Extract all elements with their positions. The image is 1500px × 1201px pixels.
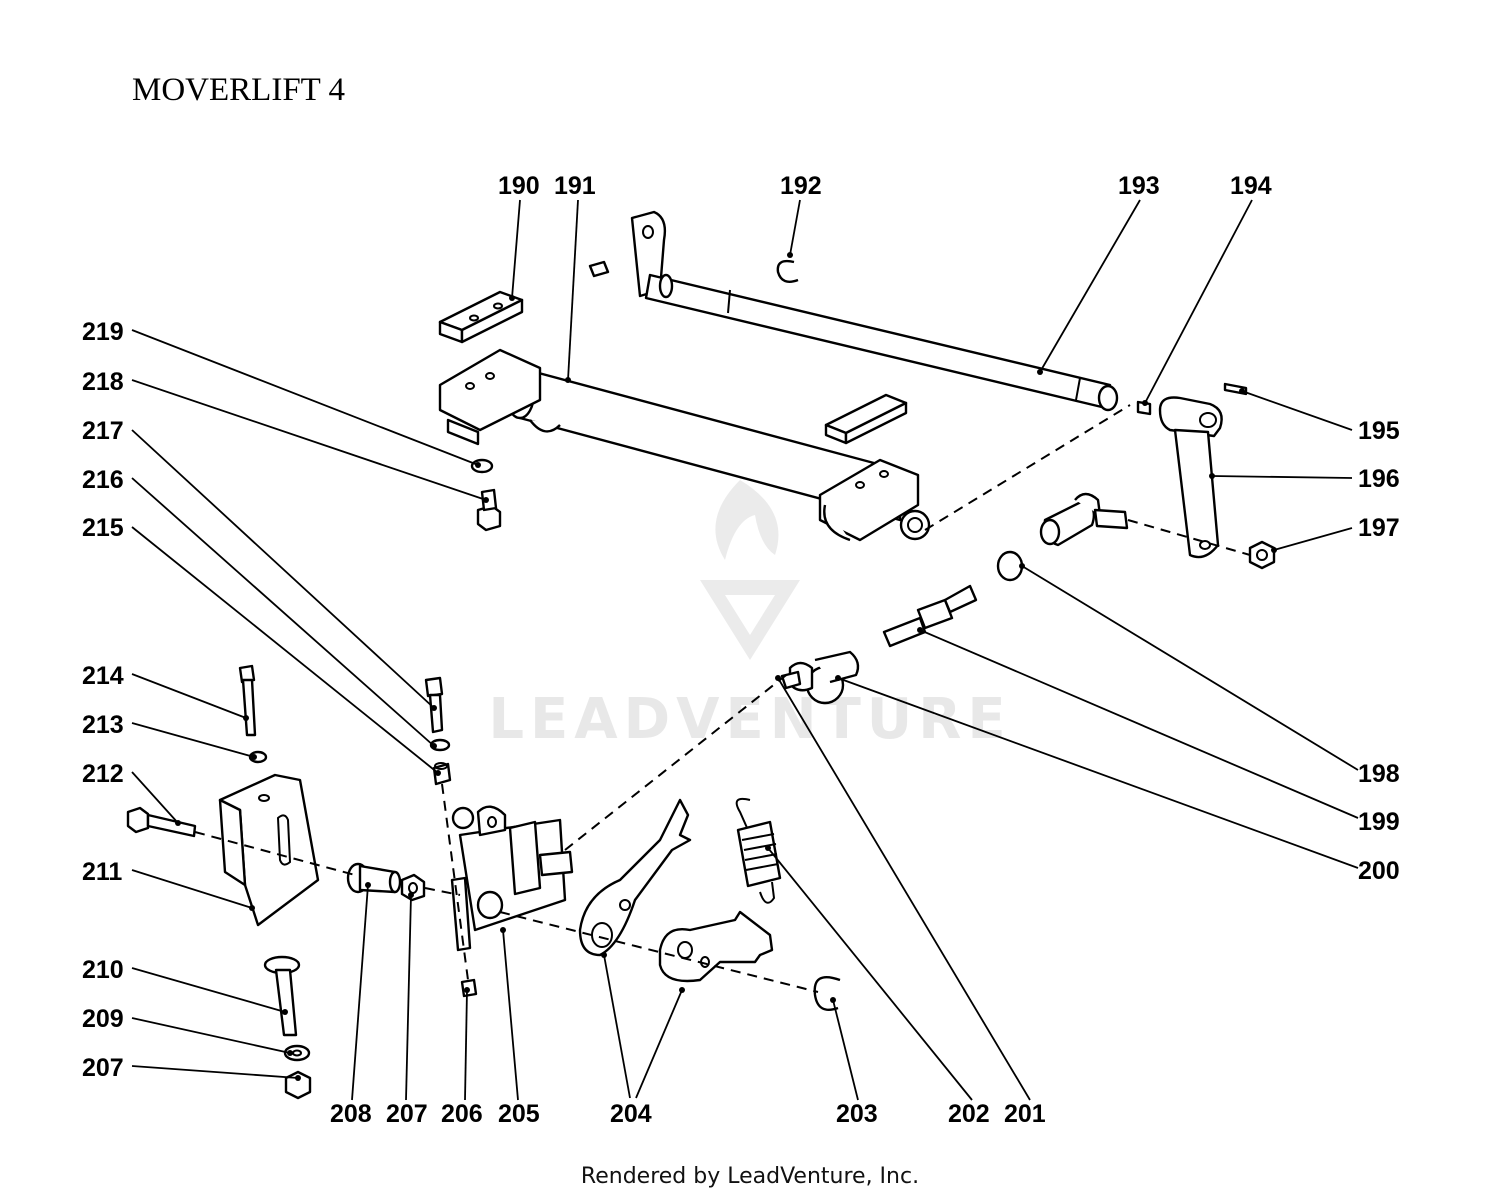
- callout-197: 197: [1358, 514, 1400, 542]
- callout-193: 193: [1118, 172, 1160, 200]
- diagram-title: MOVERLIFT 4: [132, 72, 345, 108]
- callout-204: 204: [610, 1100, 652, 1128]
- watermark-text: LEADVENTURE: [488, 687, 1011, 752]
- callout-200: 200: [1358, 857, 1400, 885]
- callout-211: 211: [82, 858, 122, 886]
- callout-207: 207: [386, 1100, 428, 1128]
- part-190-plate: [438, 290, 524, 344]
- part-203-ring: [813, 975, 841, 1012]
- part-212-hex-bolt: [126, 806, 197, 838]
- part-207-nut-bottom: [284, 1070, 312, 1100]
- callout-205: 205: [498, 1100, 540, 1128]
- callout-201: 201: [1004, 1100, 1046, 1128]
- callout-213: 213: [82, 711, 124, 739]
- part-218-bolt: [476, 488, 502, 532]
- callout-202: 202: [948, 1100, 990, 1128]
- callout-216: 216: [82, 466, 124, 494]
- part-201-fastener: [780, 670, 802, 690]
- callout-199: 199: [1358, 808, 1400, 836]
- callout-218: 218: [82, 368, 124, 396]
- part-ball-joint-upper: [1039, 492, 1129, 547]
- callout-212: 212: [82, 760, 124, 788]
- callout-215: 215: [82, 514, 124, 542]
- watermark-logo: LEADVENTURE: [488, 480, 1011, 752]
- callout-labels: 190 191 192 193 194 195 196 197 198 199 …: [82, 172, 1400, 1128]
- callout-203: 203: [836, 1100, 878, 1128]
- part-219-washer: [470, 458, 494, 474]
- part-190-plate-lower: [824, 393, 908, 445]
- callout-206: 206: [441, 1100, 483, 1128]
- callout-219: 219: [82, 318, 124, 346]
- callout-192: 192: [780, 172, 822, 200]
- assembly-lines: [194, 404, 1251, 993]
- part-207-nut: [400, 873, 426, 902]
- callout-214: 214: [82, 662, 124, 690]
- part-197-nut: [1248, 540, 1276, 570]
- leader-lines: [131, 199, 1359, 1101]
- callout-190: 190: [498, 172, 540, 200]
- callout-208: 208: [330, 1100, 372, 1128]
- callout-195: 195: [1358, 417, 1400, 445]
- part-210-carriage-bolt: [263, 955, 301, 1037]
- part-217-bolt: [424, 676, 444, 734]
- part-204-bracket-lower: [658, 910, 774, 983]
- part-198-ring: [996, 550, 1024, 582]
- callout-209: 209: [82, 1005, 124, 1033]
- part-199-stud: [882, 584, 978, 648]
- callout-194: 194: [1230, 172, 1272, 200]
- part-set-screw: [588, 260, 610, 278]
- part-196-lift-arm: [1158, 396, 1223, 559]
- part-191-axle-tube: [438, 348, 931, 542]
- callout-198: 198: [1358, 760, 1400, 788]
- callout-196: 196: [1358, 465, 1400, 493]
- part-205-pivot-plate: [450, 805, 574, 952]
- footer-credit: Rendered by LeadVenture, Inc.: [580, 1164, 920, 1189]
- part-209-washer: [283, 1044, 311, 1062]
- callout-217: 217: [82, 417, 124, 445]
- part-202-spring: [735, 797, 782, 904]
- callout-210: 210: [82, 956, 124, 984]
- part-214-bolt: [238, 664, 257, 737]
- callout-207-left: 207: [82, 1054, 124, 1082]
- part-211-bracket: [218, 773, 320, 927]
- callout-191: 191: [554, 172, 596, 200]
- part-200-ball-joint: [788, 650, 860, 705]
- part-208-bushing: [346, 862, 402, 894]
- part-215-spacer: [432, 762, 452, 786]
- part-193-shaft: [630, 210, 1119, 412]
- part-192-e-clip: [776, 259, 799, 283]
